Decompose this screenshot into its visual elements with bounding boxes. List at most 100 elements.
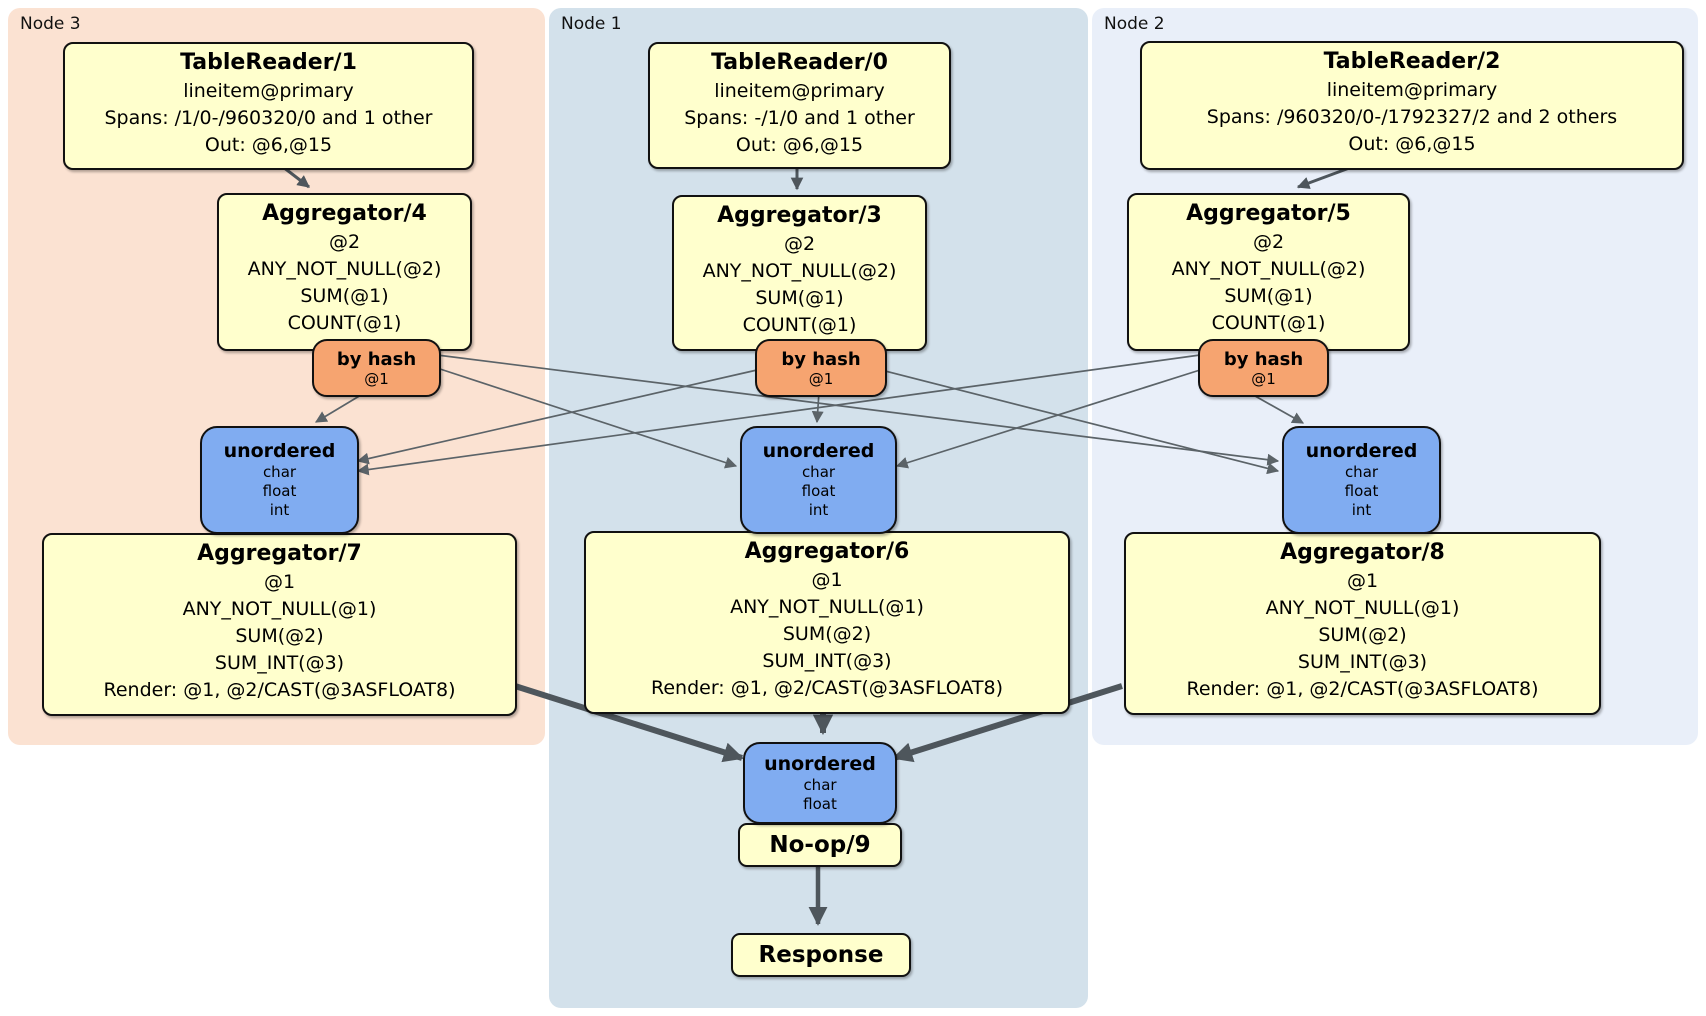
- processor-line: Spans: /1/0-/960320/0 and 1 other: [104, 107, 433, 129]
- router-title: by hash: [781, 348, 861, 370]
- sync-unordered-node3: unordered char float int: [200, 426, 359, 534]
- processor-title: Aggregator/4: [262, 201, 427, 226]
- sync-line: int: [269, 501, 290, 519]
- processor-line: Render: @1, @2/CAST(@3ASFLOAT8): [103, 679, 456, 701]
- processor-line: Out: @6,@15: [735, 134, 864, 156]
- sync-unordered-node1: unordered char float int: [740, 426, 897, 534]
- processor-line: SUM(@1): [300, 285, 389, 307]
- processor-line: ANY_NOT_NULL(@2): [247, 258, 442, 280]
- processor-line: ANY_NOT_NULL(@2): [1171, 258, 1366, 280]
- node-region-2-label: Node 2: [1104, 14, 1165, 34]
- edge-hashR-unoC: [895, 369, 1201, 469]
- router-line: @1: [364, 369, 389, 388]
- processor-line: Spans: -/1/0 and 1 other: [684, 107, 915, 129]
- processor-line: ANY_NOT_NULL(@2): [702, 260, 897, 282]
- router-by-hash-node1: by hash @1: [755, 339, 887, 397]
- processor-line: Spans: /960320/0-/1792327/2 and 2 others: [1206, 106, 1618, 128]
- processor-aggregator-8: Aggregator/8 @1 ANY_NOT_NULL(@1) SUM(@2)…: [1124, 532, 1601, 715]
- edge-tr2-agg5: [1296, 165, 1353, 189]
- router-by-hash-node3: by hash @1: [312, 339, 441, 397]
- processor-aggregator-5: Aggregator/5 @2 ANY_NOT_NULL(@2) SUM(@1)…: [1127, 193, 1410, 351]
- router-title: by hash: [1223, 348, 1304, 370]
- sync-line: float: [1344, 482, 1379, 500]
- processor-line: lineitem@primary: [183, 80, 354, 102]
- processor-line: SUM(@2): [1318, 624, 1407, 646]
- response-node: Response: [731, 933, 911, 977]
- edge-tr1-agg4: [282, 165, 310, 189]
- processor-line: @1: [263, 571, 296, 593]
- processor-line: Render: @1, @2/CAST(@3ASFLOAT8): [1186, 678, 1539, 700]
- processor-aggregator-6: Aggregator/6 @1 ANY_NOT_NULL(@1) SUM(@2)…: [584, 531, 1070, 714]
- processor-aggregator-3: Aggregator/3 @2 ANY_NOT_NULL(@2) SUM(@1)…: [672, 195, 927, 351]
- processor-title: Aggregator/3: [717, 203, 882, 228]
- processor-line: SUM_INT(@3): [762, 650, 892, 672]
- sync-line: float: [801, 482, 836, 500]
- router-line: @1: [808, 369, 834, 388]
- sync-line: float: [803, 794, 837, 813]
- sync-line: char: [803, 775, 837, 794]
- processor-title: Aggregator/5: [1186, 201, 1351, 226]
- processor-title: TableReader/2: [1323, 49, 1501, 74]
- sync-title: unordered: [223, 440, 336, 462]
- processor-line: ANY_NOT_NULL(@1): [1265, 597, 1460, 619]
- processor-line: Out: @6,@15: [1348, 133, 1476, 155]
- sync-line: float: [262, 482, 297, 500]
- terminal-label: Response: [758, 942, 884, 968]
- edge-hashL-unoL: [314, 391, 367, 423]
- sync-line: char: [1344, 463, 1379, 481]
- processor-line: SUM_INT(@3): [214, 652, 345, 674]
- sync-line: int: [808, 501, 829, 519]
- processor-line: @1: [1346, 570, 1379, 592]
- edge-hashC-unoR: [880, 369, 1280, 475]
- processor-line: COUNT(@1): [287, 312, 402, 334]
- processor-line: Out: @6,@15: [204, 134, 333, 156]
- edge-agg8-unoF: [892, 683, 1123, 763]
- sync-line: char: [262, 463, 297, 481]
- processor-title: Aggregator/7: [197, 541, 362, 566]
- sync-title: unordered: [762, 440, 875, 462]
- processor-line: @2: [1252, 231, 1285, 253]
- processor-aggregator-7: Aggregator/7 @1 ANY_NOT_NULL(@1) SUM(@2)…: [42, 533, 517, 716]
- router-title: by hash: [336, 348, 417, 370]
- processor-line: Render: @1, @2/CAST(@3ASFLOAT8): [651, 677, 1003, 699]
- processor-title: Aggregator/6: [744, 539, 910, 564]
- terminal-label: No-op/9: [769, 832, 871, 858]
- edge-hashR-unoR: [1247, 391, 1305, 424]
- processor-title: TableReader/0: [711, 50, 888, 75]
- sync-line: int: [1351, 501, 1372, 519]
- sync-title: unordered: [764, 752, 876, 775]
- router-by-hash-node2: by hash @1: [1198, 339, 1329, 397]
- router-line: @1: [1251, 369, 1276, 388]
- processor-noop-9: No-op/9: [738, 823, 902, 867]
- node-region-3-label: Node 3: [20, 14, 81, 34]
- sync-unordered-final: unordered char float: [743, 742, 897, 824]
- processor-line: SUM(@1): [1224, 285, 1313, 307]
- processor-aggregator-4: Aggregator/4 @2 ANY_NOT_NULL(@2) SUM(@1)…: [217, 193, 472, 351]
- sync-line: char: [801, 463, 836, 481]
- edge-agg7-unoF: [514, 683, 744, 763]
- edge-hashR-unoL: [356, 354, 1201, 476]
- processor-line: lineitem@primary: [1326, 79, 1498, 101]
- processor-line: COUNT(@1): [1211, 312, 1326, 334]
- processor-tablereader-0: TableReader/0 lineitem@primary Spans: -/…: [648, 42, 951, 169]
- processor-line: @2: [328, 231, 361, 253]
- processor-line: ANY_NOT_NULL(@1): [730, 596, 924, 618]
- edge-hashL-unoC: [436, 367, 738, 469]
- edge-hashL-unoR: [436, 354, 1280, 466]
- processor-line: SUM(@2): [235, 625, 324, 647]
- processor-tablereader-1: TableReader/1 lineitem@primary Spans: /1…: [63, 42, 474, 170]
- sync-unordered-node2: unordered char float int: [1282, 426, 1441, 534]
- processor-line: @2: [783, 233, 816, 255]
- processor-line: SUM(@2): [782, 623, 872, 645]
- processor-line: ANY_NOT_NULL(@1): [182, 598, 377, 620]
- edge-hashC-unoL: [356, 369, 758, 465]
- processor-title: Aggregator/8: [1280, 540, 1445, 565]
- processor-title: TableReader/1: [180, 50, 357, 75]
- processor-tablereader-2: TableReader/2 lineitem@primary Spans: /9…: [1140, 41, 1684, 170]
- processor-line: SUM(@1): [755, 287, 844, 309]
- processor-line: lineitem@primary: [714, 80, 885, 102]
- node-region-1-label: Node 1: [561, 14, 622, 34]
- processor-line: COUNT(@1): [742, 314, 857, 336]
